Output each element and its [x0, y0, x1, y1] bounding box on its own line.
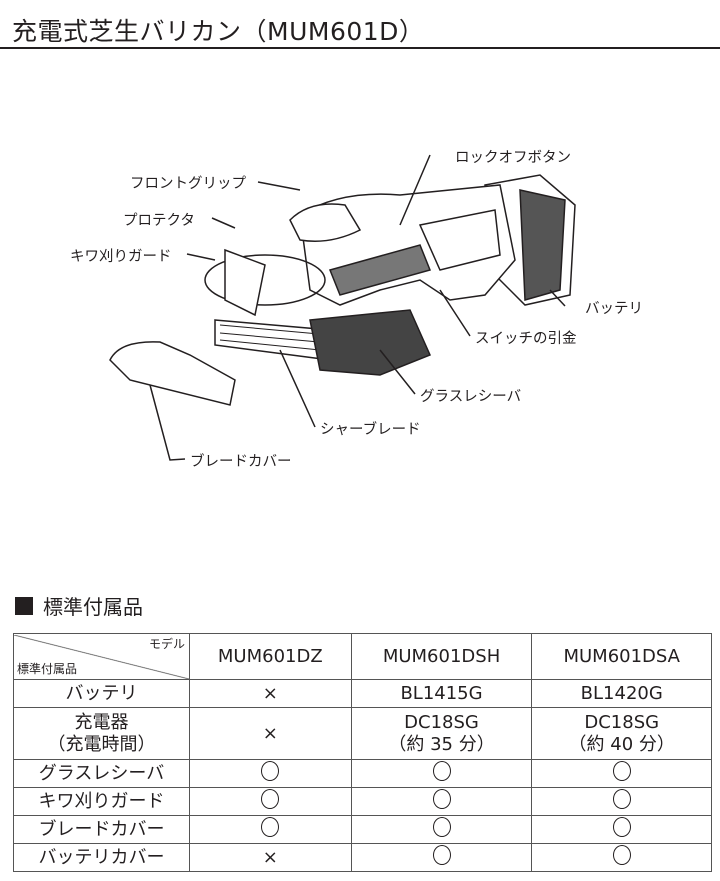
label-lock-off-button: ロックオフボタン [455, 150, 571, 166]
cell [350, 815, 533, 844]
circle-mark-icon [261, 788, 280, 809]
cell [350, 787, 533, 816]
cell: BL1420G [531, 679, 712, 708]
cell-line: DC18SG [404, 711, 479, 733]
row-label: グラスレシーバ [13, 759, 190, 788]
cell [189, 787, 352, 816]
label-shear-blade: シャーブレード [320, 422, 421, 438]
row-label: バッテリ [13, 679, 190, 708]
circle-mark-icon [612, 844, 631, 865]
cell: DC18SG（約 35 分） [350, 707, 533, 760]
trimmer-illustration [109, 154, 576, 461]
label-front-grip: フロントグリップ [130, 176, 246, 192]
circle-mark-icon [261, 760, 280, 781]
corner-top: モデル [148, 636, 185, 651]
circle-mark-icon [612, 760, 631, 781]
cell: × [189, 843, 352, 872]
title-rule [0, 47, 720, 49]
label-grass-receiver: グラスレシーバ [420, 389, 522, 405]
cell: × [189, 679, 352, 708]
cell [531, 843, 712, 872]
label-edge-guard: キワ刈りガード [70, 249, 172, 265]
cell: DC18SG（約 40 分） [531, 707, 712, 760]
circle-mark-icon [432, 788, 451, 809]
label-switch-trigger: スイッチの引金 [475, 331, 577, 347]
accessories-table: モデル標準付属品 MUM601DZ MUM601DSH MUM601DSA バッ… [13, 633, 712, 872]
row-label-line: （充電時間） [47, 733, 156, 755]
label-protector: プロテクタ [123, 213, 195, 229]
circle-mark-icon [432, 816, 451, 837]
corner-bottom: 標準付属品 [17, 662, 78, 677]
model-header: MUM601DSH [350, 633, 533, 680]
row-label: 充電器（充電時間） [13, 707, 190, 760]
table-row: バッテリ × BL1415G BL1420G [13, 679, 712, 708]
cell-line: （約 35 分） [388, 733, 495, 755]
row-label: ブレードカバー [13, 815, 190, 844]
page-title: 充電式芝生バリカン（MUM601D） [12, 17, 425, 46]
cell [531, 815, 712, 844]
circle-mark-icon [261, 816, 280, 837]
table-row: 充電器（充電時間） × DC18SG（約 35 分） DC18SG（約 40 分… [13, 707, 712, 760]
table-row: バッテリカバー× [13, 843, 712, 872]
cell [531, 759, 712, 788]
cell: BL1415G [350, 679, 533, 708]
circle-mark-icon [612, 788, 631, 809]
cell-line: DC18SG [584, 711, 660, 733]
cell [350, 759, 533, 788]
cell-line: （約 40 分） [568, 733, 675, 755]
circle-mark-icon [432, 760, 451, 781]
model-header: MUM601DZ [189, 633, 352, 680]
model-header: MUM601DSA [531, 633, 712, 680]
cell [189, 815, 352, 844]
cell [350, 843, 533, 872]
section-heading: 標準付属品 [15, 591, 143, 620]
square-bullet-icon [15, 596, 33, 615]
table-row: グラスレシーバ [13, 759, 712, 788]
row-label-line: 充電器 [74, 711, 129, 733]
label-blade-cover: ブレードカバー [190, 454, 292, 470]
table-row: ブレードカバー [13, 815, 712, 844]
label-battery: バッテリ [585, 301, 643, 317]
corner-cell: モデル標準付属品 [13, 633, 190, 680]
table-row: キワ刈りガード [13, 787, 712, 816]
cell [189, 759, 352, 788]
circle-mark-icon [612, 816, 631, 837]
row-label: キワ刈りガード [13, 787, 190, 816]
row-label: バッテリカバー [13, 843, 190, 872]
cell: × [189, 707, 352, 760]
section-title: 標準付属品 [43, 595, 143, 619]
cell [531, 787, 712, 816]
circle-mark-icon [432, 844, 451, 865]
